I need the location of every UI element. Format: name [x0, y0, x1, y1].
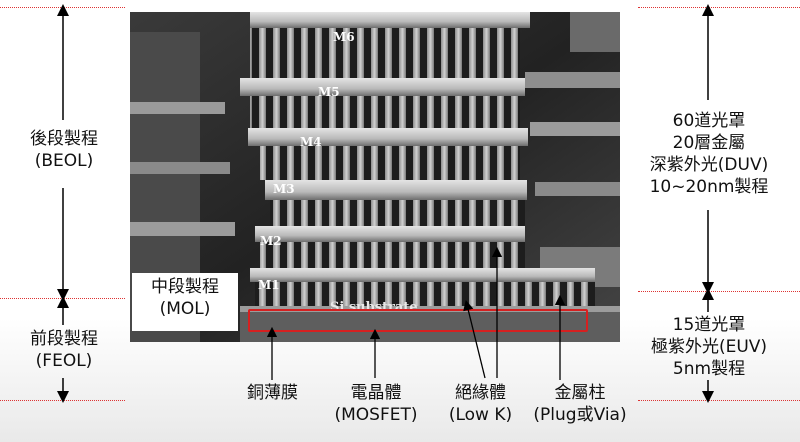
right-top-line1: 60道光罩 [672, 111, 746, 131]
layer-label-m5: M5 [318, 85, 340, 99]
left-arrows [57, 4, 69, 403]
transistor-line2: (MOSFET) [334, 405, 418, 425]
right-bottom-line2: 極紫外光(EUV) [650, 337, 768, 357]
insulator-line2: (Low K) [448, 405, 513, 425]
mol-label-line2: (MOL) [159, 299, 211, 319]
layer-label-m2: M2 [260, 234, 282, 248]
insulator-pointer-a [463, 299, 486, 379]
mol-label: 中段製程 (MOL) [132, 273, 238, 331]
metal-pillar-label: 金屬柱 (Plug或Via) [520, 382, 640, 426]
copper-film-label: 銅薄膜 [225, 382, 320, 404]
substrate-label: Si substrate [330, 300, 418, 315]
layer-label-m3: M3 [273, 182, 295, 196]
right-top-line3: 深紫外光(DUV) [649, 155, 769, 175]
right-bottom-line1: 15道光罩 [672, 315, 746, 335]
mol-label-line1: 中段製程 [151, 277, 219, 297]
beol-label-line2: (BEOL) [34, 151, 94, 171]
layer-label-m4: M4 [300, 135, 322, 149]
transistor-label: 電晶體 (MOSFET) [320, 382, 432, 426]
right-top-line4: 10~20nm製程 [649, 177, 769, 197]
insulator-line1: 絕緣體 [455, 383, 506, 403]
layer-label-m6: M6 [333, 30, 355, 44]
right-bottom-label: 15道光罩 極紫外光(EUV) 5nm製程 [640, 314, 778, 380]
insulator-label: 絕緣體 (Low K) [433, 382, 528, 426]
feol-label-line2: (FEOL) [35, 351, 93, 371]
layer-label-m1: M1 [258, 278, 280, 292]
metal-pillar-line2: (Plug或Via) [533, 405, 627, 425]
transistor-line1: 電晶體 [350, 383, 402, 403]
transistor-highlight-box [248, 309, 588, 332]
right-mid-dotted-line [638, 291, 800, 292]
right-top-label: 60道光罩 20層金屬 深紫外光(DUV) 10~20nm製程 [640, 110, 778, 198]
right-bottom-dotted-line [638, 400, 800, 401]
right-top-dotted-line [638, 7, 800, 8]
feol-label: 前段製程 (FEOL) [14, 328, 114, 372]
metal-pillar-line1: 金屬柱 [554, 383, 606, 403]
right-top-line2: 20層金屬 [672, 133, 746, 153]
right-arrows [702, 4, 714, 403]
beol-label-line1: 後段製程 [30, 129, 98, 149]
copper-film-line1: 銅薄膜 [247, 383, 298, 403]
beol-label: 後段製程 (BEOL) [14, 128, 114, 172]
feol-label-line1: 前段製程 [30, 329, 98, 349]
right-bottom-line3: 5nm製程 [672, 359, 746, 379]
sem-cross-section-image: M6 M5 M4 M3 M2 M1 Si substrate [130, 12, 620, 342]
